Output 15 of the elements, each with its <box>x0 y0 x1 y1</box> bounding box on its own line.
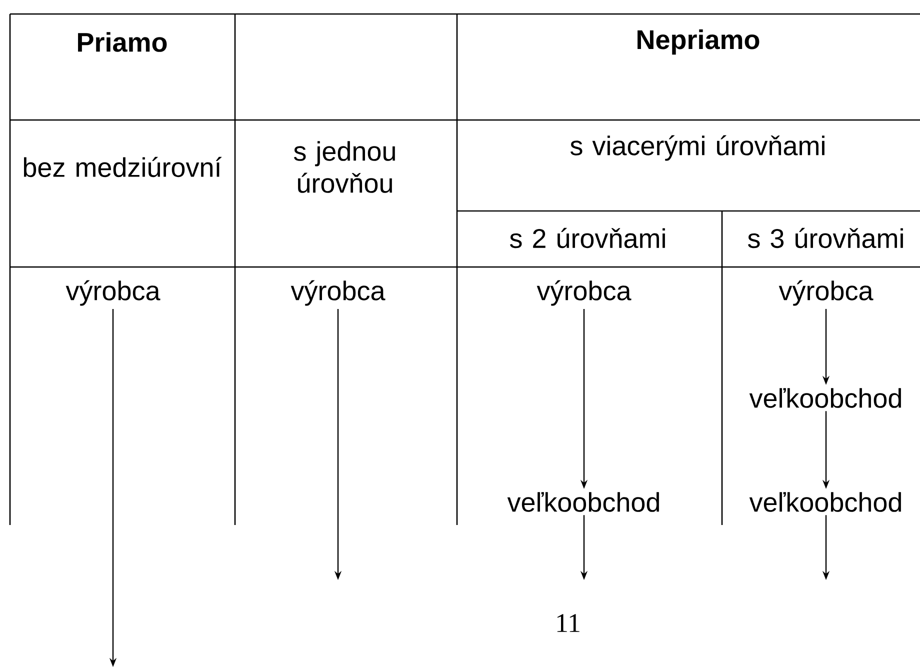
column-header: s 3 úrovňami <box>748 228 903 248</box>
column-header: Nepriamo <box>638 29 760 55</box>
flow-label: veľkoobchod <box>749 492 901 512</box>
column-header: bez medziúrovní <box>24 156 222 178</box>
flow-label: výrobca <box>536 280 632 306</box>
column-header: Priamo <box>78 32 167 52</box>
column-header: s jednou úrovňou <box>294 141 395 193</box>
flow-label: výrobca <box>290 280 386 306</box>
page-number: 11 <box>557 614 580 632</box>
flow-label: výrobca <box>66 280 160 306</box>
flow-label: veľkoobchod <box>507 492 659 512</box>
column-header: s 2 úrovňami <box>510 228 665 248</box>
column-header: s viacerými úrovňami <box>570 135 824 161</box>
flow-label: výrobca <box>778 280 874 306</box>
flow-label: veľkoobchod <box>749 388 901 408</box>
